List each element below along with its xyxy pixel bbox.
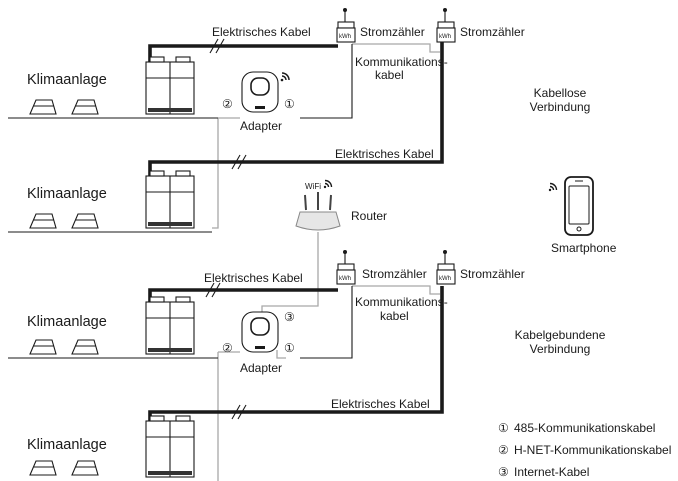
- marker-3: ③: [284, 310, 295, 324]
- aircon-label-4: Klimaanlage: [27, 437, 107, 453]
- comm-cable-bottom-meters: [352, 285, 440, 295]
- outdoor-unit-2: [145, 170, 195, 229]
- comm-cable-label-2b: kabel: [380, 309, 409, 323]
- smartphone-icon: [564, 176, 594, 236]
- legend-marker-2: ②: [498, 443, 509, 457]
- electric-cable-label-4: Elektrisches Kabel: [331, 397, 430, 411]
- kwh-label: kWh: [439, 34, 451, 40]
- meter-label-1: Stromzähler: [360, 25, 425, 39]
- electric-cable-label-2: Elektrisches Kabel: [335, 147, 434, 161]
- electric-cable-label-1: Elektrisches Kabel: [212, 25, 311, 39]
- marker-1-top: ①: [284, 97, 295, 111]
- wireless-label-1: Kabellose: [534, 86, 587, 100]
- electric-cable-label-3: Elektrisches Kabel: [204, 271, 303, 285]
- outdoor-unit-4: [145, 415, 195, 478]
- legend-text-2: H-NET-Kommunikationskabel: [514, 443, 671, 457]
- wifi-label: WiFi: [305, 182, 321, 191]
- meter-label-3: Stromzähler: [362, 267, 427, 281]
- legend-marker-1: ①: [498, 421, 509, 435]
- wireless-label-2: Verbindung: [530, 100, 591, 114]
- kwh-label: kWh: [439, 276, 451, 282]
- indoor-units-row-3: [29, 339, 99, 355]
- indoor-units-row-2: [29, 213, 99, 229]
- comm-cable-adapter-bottom: [276, 350, 286, 359]
- hnet-cable-bottom: [217, 351, 240, 481]
- legend: ① 485-Kommunikationskabel ② H-NET-Kommun…: [498, 421, 671, 479]
- energy-meter-2: kWh: [436, 8, 456, 43]
- comm-cable-label-1b: kabel: [375, 68, 404, 82]
- legend-marker-3: ③: [498, 465, 509, 479]
- marker-2-top: ②: [222, 97, 233, 111]
- wired-label-2: Verbindung: [530, 342, 591, 356]
- smartphone-label: Smartphone: [551, 241, 617, 255]
- meter-label-2: Stromzähler: [460, 25, 525, 39]
- energy-meter-3: kWh: [336, 250, 356, 285]
- indoor-units-row-4: [29, 460, 99, 476]
- adapter-label-bottom: Adapter: [240, 361, 282, 375]
- outdoor-unit-3: [145, 296, 195, 355]
- meter-label-4: Stromzähler: [460, 267, 525, 281]
- kwh-label: kWh: [339, 34, 351, 40]
- legend-text-3: Internet-Kabel: [514, 465, 589, 479]
- kwh-label: kWh: [339, 276, 351, 282]
- comm-cable-label-2a: Kommunikations-: [355, 295, 448, 309]
- wifi-icon: [280, 72, 290, 82]
- router-icon: [295, 192, 341, 231]
- aircon-label-2: Klimaanlage: [27, 186, 107, 202]
- comm-cable-top-meters: [352, 43, 440, 53]
- cable-break-marks: [205, 38, 247, 420]
- aircon-label-3: Klimaanlage: [27, 314, 107, 330]
- wired-label-1: Kabelgebundene: [515, 328, 606, 342]
- router-label: Router: [351, 209, 387, 223]
- signal-lines: [8, 44, 353, 359]
- wifi-icon: [548, 182, 558, 192]
- energy-meter-1: kWh: [336, 8, 356, 43]
- energy-meter-4: kWh: [436, 250, 456, 285]
- comm-cable-label-1a: Kommunikations-: [355, 55, 448, 69]
- outdoor-unit-1: [145, 56, 195, 115]
- adapter-top: [241, 71, 279, 113]
- legend-text-1: 485-Kommunikationskabel: [514, 421, 655, 435]
- adapter-bottom: [241, 311, 279, 353]
- adapter-label-top: Adapter: [240, 119, 282, 133]
- hnet-cable-top: [212, 117, 240, 229]
- marker-1-bottom: ①: [284, 341, 295, 355]
- indoor-units-row-1: [29, 99, 99, 115]
- wifi-icon: [323, 179, 333, 189]
- marker-2-bottom: ②: [222, 341, 233, 355]
- aircon-label-1: Klimaanlage: [27, 72, 107, 88]
